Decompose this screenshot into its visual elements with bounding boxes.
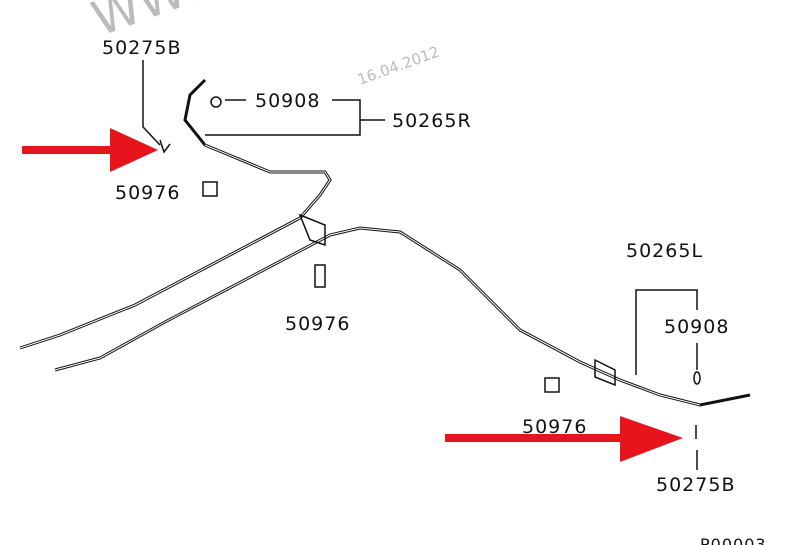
bolt-mid-icon	[314, 264, 326, 288]
leader-cable-right	[205, 99, 385, 136]
arrow-bottom-icon	[445, 416, 683, 462]
label-bolt-mid: 50976	[285, 313, 351, 335]
bolt-top-icon	[202, 181, 218, 197]
clip-top-icon	[159, 139, 171, 154]
label-clip-bottom: 50275B	[656, 474, 736, 496]
label-cable-right: 50265R	[392, 110, 472, 132]
leader-cable-left	[635, 289, 698, 375]
washer-top-icon	[210, 96, 222, 108]
label-washer-top: 50908	[255, 90, 321, 112]
arrow-top-icon	[22, 128, 158, 172]
bolt-bottom-icon	[544, 377, 560, 393]
label-clip-top: 50275B	[102, 37, 182, 59]
adjuster-icon	[594, 358, 616, 387]
label-bolt-top: 50976	[115, 182, 181, 204]
right-cable-upper	[19, 78, 332, 350]
diagram-code: P00003	[700, 535, 767, 545]
bracket-icon	[298, 213, 326, 247]
label-bolt-bottom: 50976	[522, 416, 588, 438]
label-cable-left: 50265L	[626, 240, 704, 262]
leader-clip-top	[142, 60, 161, 146]
washer-bottom-icon	[693, 371, 701, 385]
label-washer-bottom: 50908	[664, 316, 730, 338]
